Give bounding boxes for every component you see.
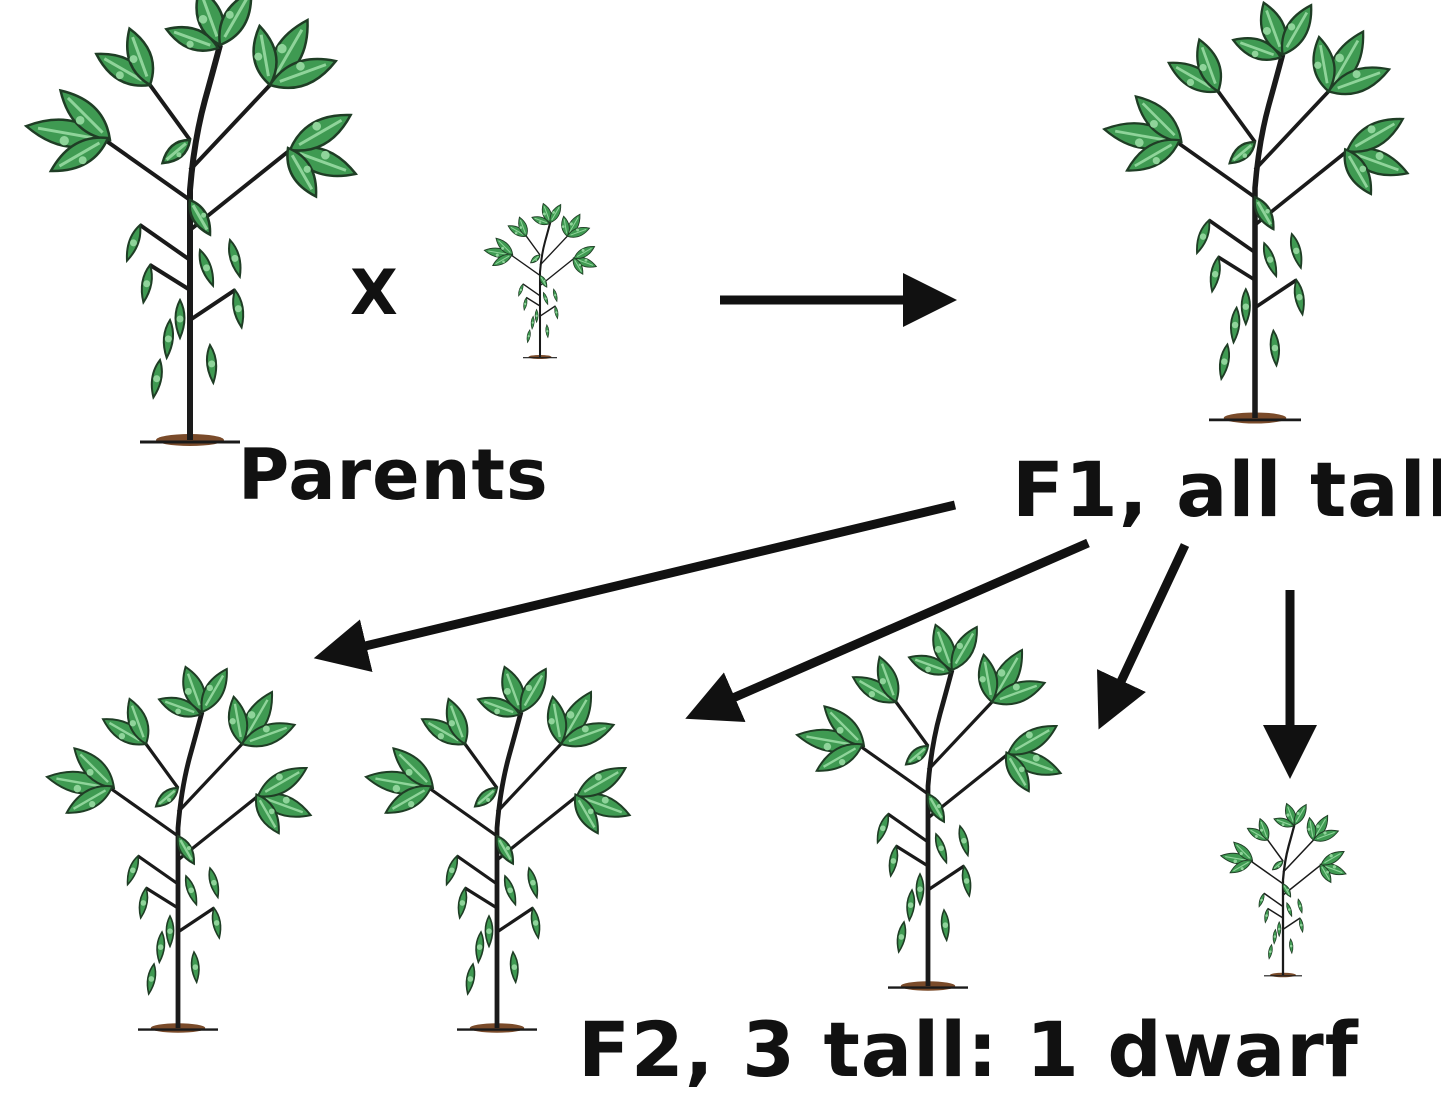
arrow-f1-to-f2-plant-2 [685, 538, 1090, 722]
parent-dwarf-plant [483, 202, 598, 360]
parents-label: Parents [238, 434, 549, 516]
f2-tall-plant-3 [795, 623, 1063, 991]
f2-tall-plant-2 [364, 665, 632, 1033]
cross-symbol: X [350, 256, 399, 329]
arrow-f1-to-f2-plant-1 [313, 500, 957, 672]
parent-tall-plant [23, 0, 359, 446]
f2-tall-plant-1 [45, 665, 313, 1033]
arrow-f1-to-f2-plant-3 [1097, 543, 1190, 730]
f1-tall-plant [1102, 0, 1410, 424]
f2-dwarf-plant [1219, 802, 1347, 978]
f2-label: F2, 3 tall: 1 dwarf [578, 1005, 1359, 1094]
f1-label: F1, all tall [1012, 445, 1441, 534]
